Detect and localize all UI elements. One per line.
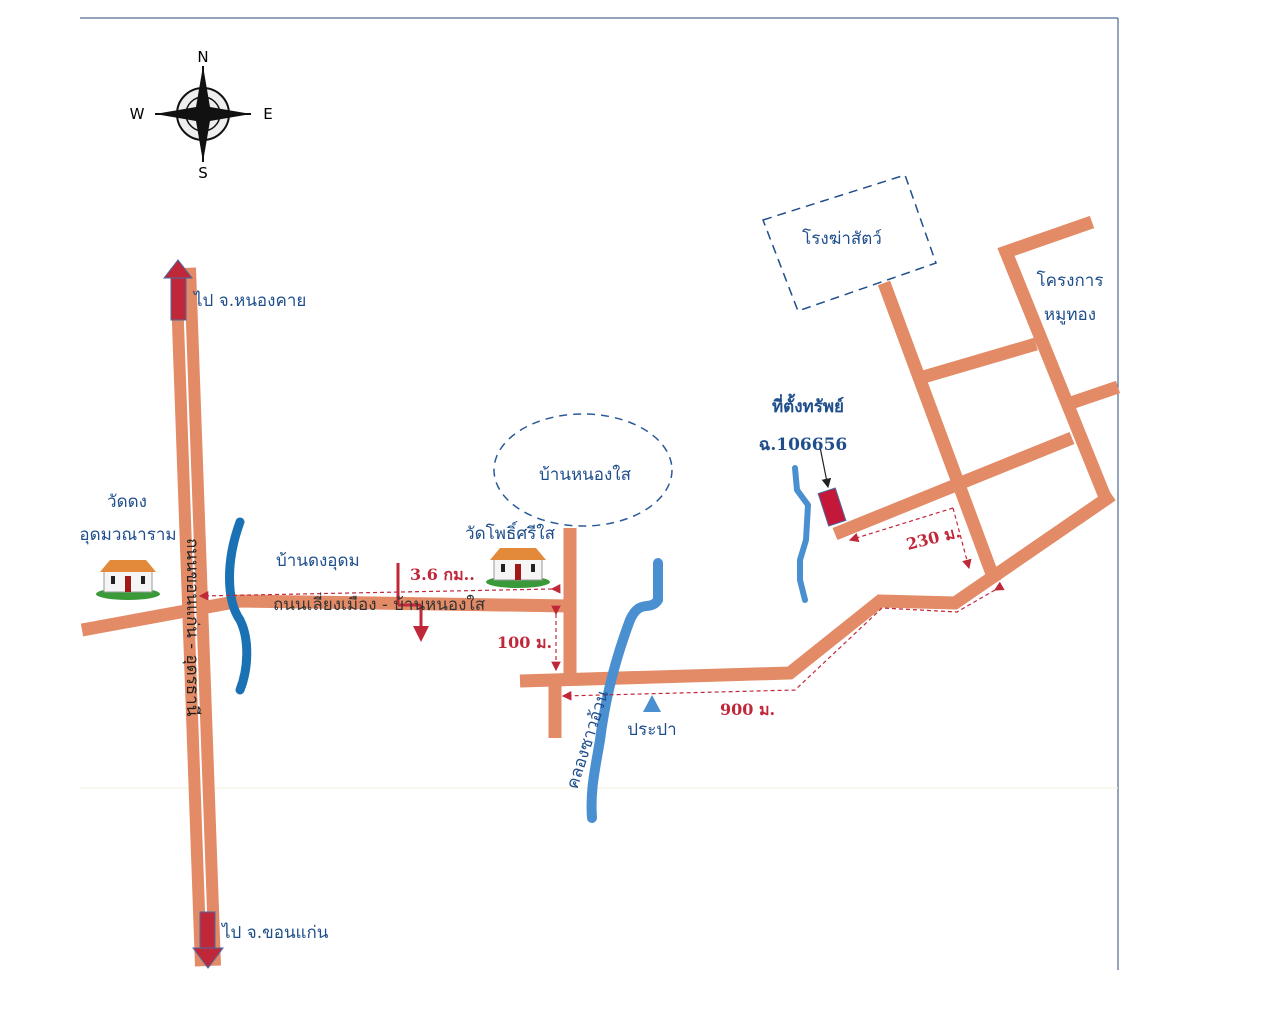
distance-line-3-6km [198, 584, 561, 601]
label-waterworks: ประปา [627, 720, 676, 740]
road-segment [997, 215, 1112, 500]
distance-230m: 230 ม. [904, 522, 962, 554]
roads [80, 215, 1121, 967]
distance-line-230m-a [952, 507, 972, 570]
distance-3-6km: 3.6 กม.. [410, 565, 475, 584]
compass-w: W [130, 105, 145, 123]
property-marker [817, 487, 847, 527]
compass-n: N [197, 48, 208, 66]
label-property-deed: ฉ.106656 [759, 435, 847, 455]
arrow-north-icon [162, 259, 194, 321]
village-boundary [493, 413, 673, 527]
distance-100m: 100 ม. [497, 633, 552, 652]
compass-e: E [263, 105, 272, 123]
label-bypass-road: ถนนเลี่ยงเมือง - บ้านหนองใส [273, 592, 486, 615]
temple-icon [96, 560, 160, 600]
bypass-road [80, 594, 571, 637]
label-wat-dong-2: อุดมวณาราม [79, 525, 176, 545]
label-ban-nong-sai: บ้านหนองใส [539, 464, 632, 485]
label-to-nongkhai: ไป จ.หนองคาย [192, 290, 306, 311]
highway-centerline [182, 267, 209, 967]
road-segment [877, 280, 1002, 585]
label-slaughterhouse: โรงฆ่าสัตว์ [802, 228, 882, 249]
label-highway: ถนนขอนแก่น - อุดรธานี [182, 538, 202, 717]
compass-s: S [198, 164, 208, 182]
river-west [225, 517, 252, 695]
road-segment [918, 337, 1038, 385]
stream [792, 465, 811, 603]
temple-icon [486, 548, 550, 588]
slaughterhouse-boundary [762, 174, 937, 312]
label-wat-dong: วัดดง [107, 492, 147, 512]
distance-line-900m [561, 581, 1005, 701]
label-canal: คลองซาวอ้วน [563, 688, 614, 792]
distance-line-230m-b [848, 507, 954, 543]
label-project: โครงการ [1037, 270, 1104, 291]
arrow-south-icon [192, 911, 224, 969]
label-property: ที่ตั้งทรัพย์ [772, 393, 844, 417]
distance-900m: 900 ม. [720, 700, 775, 719]
road-segment [1062, 380, 1121, 412]
compass-rose-icon [155, 66, 251, 162]
label-to-khonkaen: ไป จ.ขอนแก่น [220, 922, 329, 943]
label-wat-pho: วัดโพธิ์ศรีใส [465, 521, 556, 544]
label-project-2: หมูทอง [1044, 305, 1096, 325]
property-pointer [819, 446, 832, 489]
waterworks-icon [643, 695, 661, 712]
label-ban-dong-udom: บ้านดงอุดม [276, 551, 360, 571]
